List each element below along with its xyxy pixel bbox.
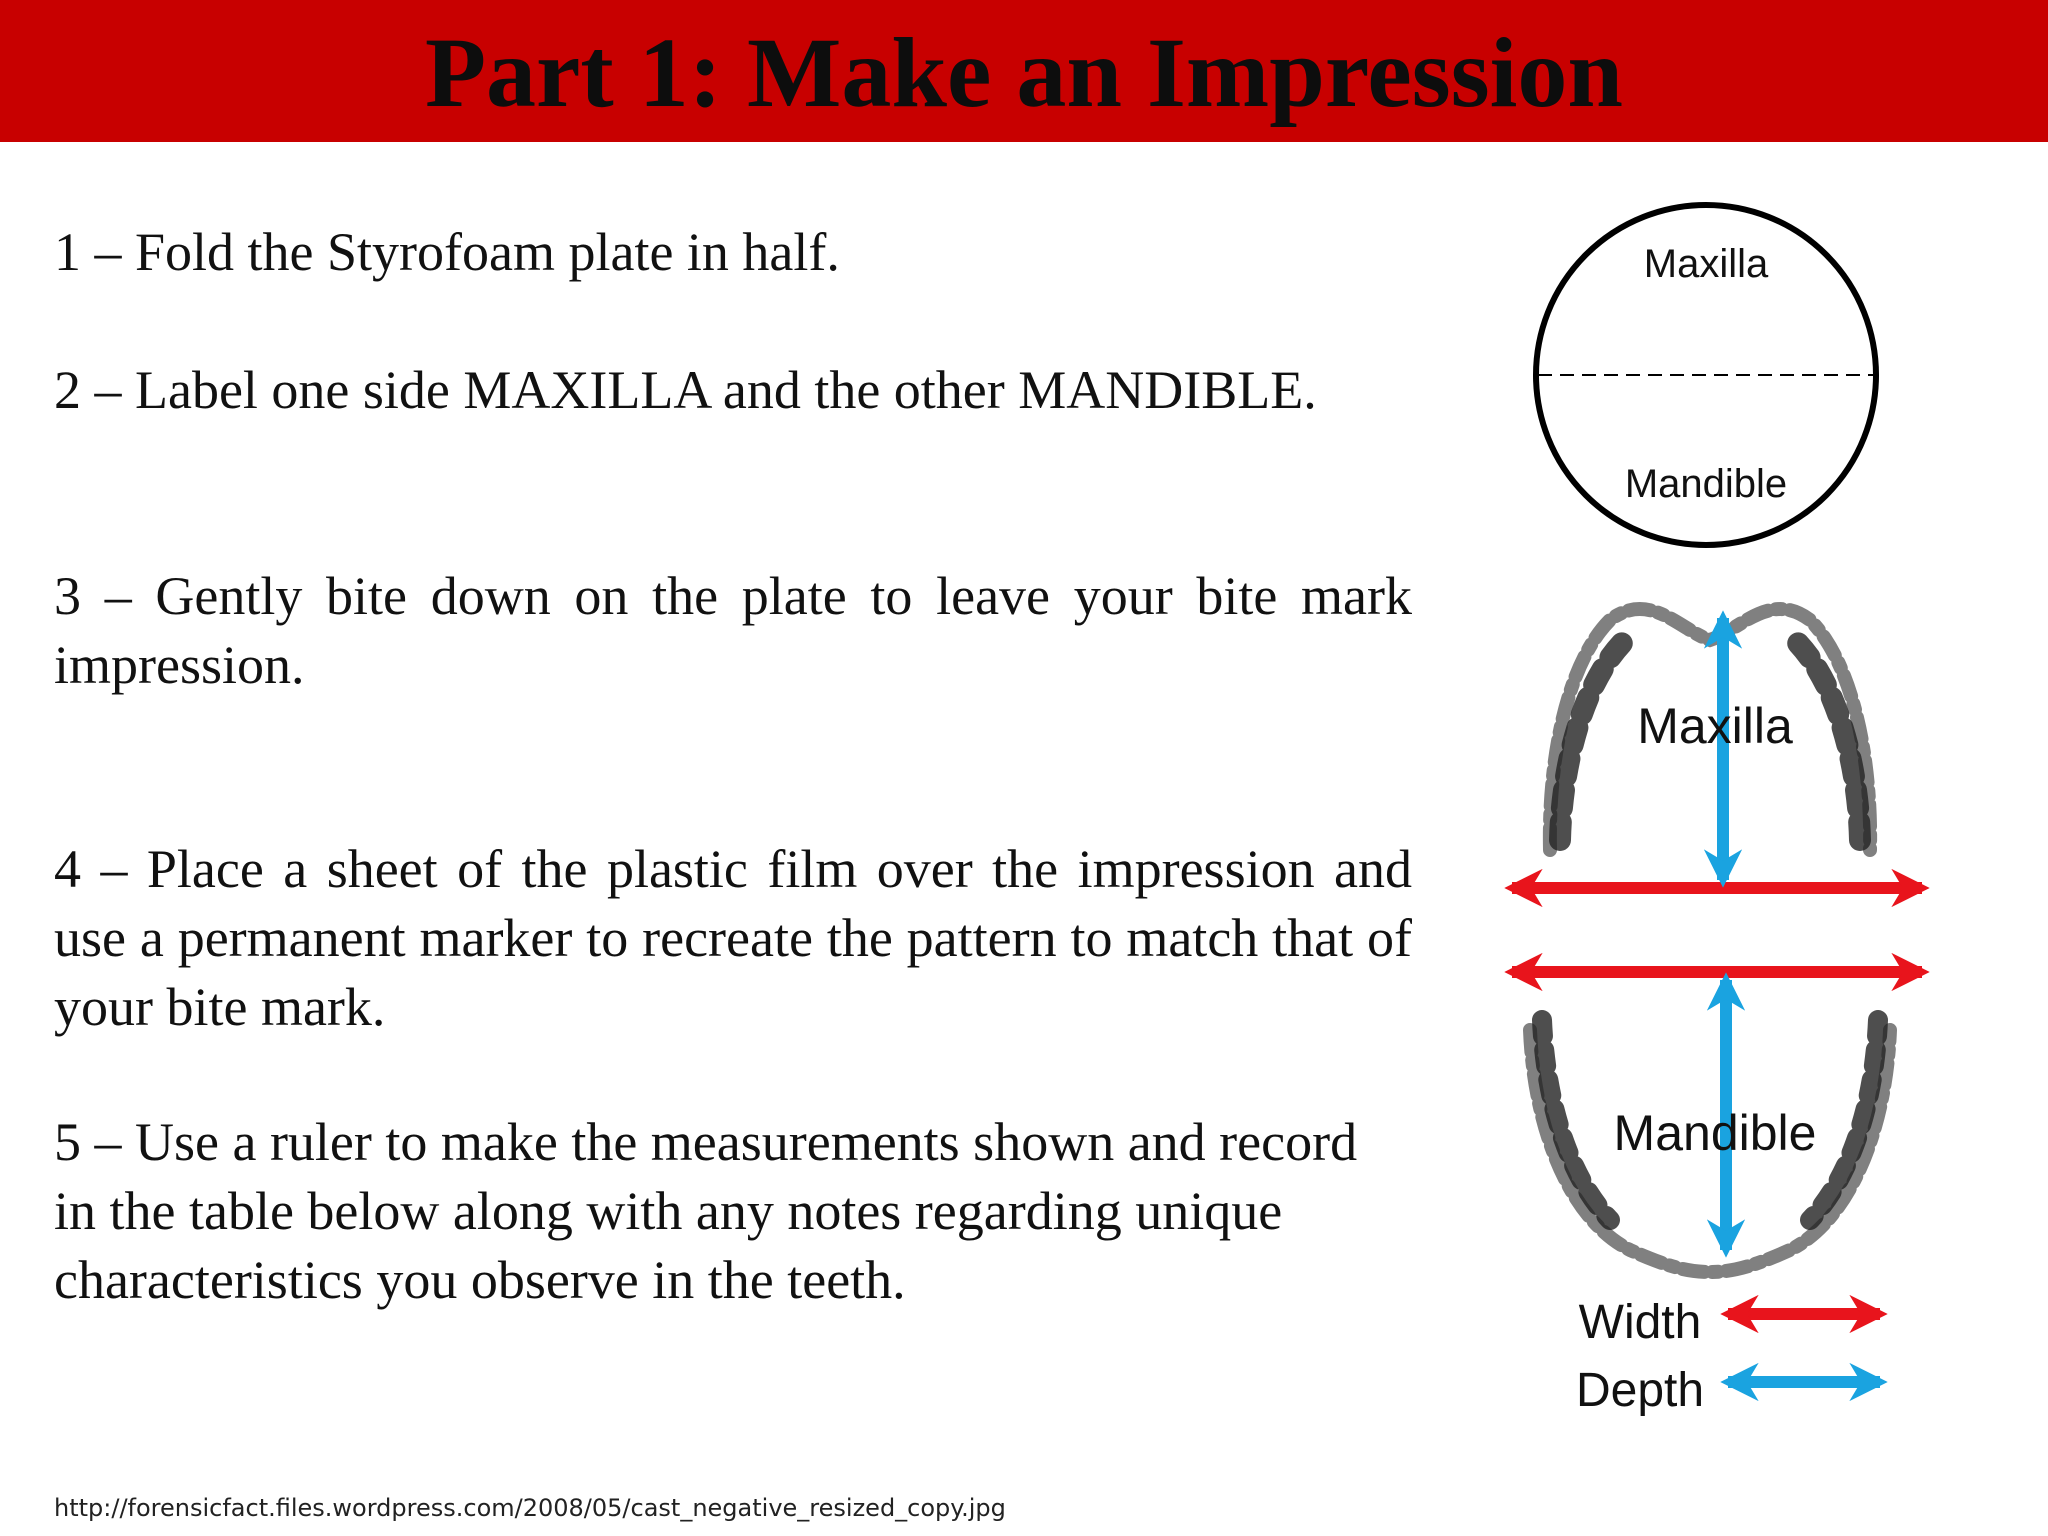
diagram-panel: Maxilla Mandible Maxilla Mandible Width (1500, 190, 1960, 1450)
bite-label-maxilla: Maxilla (1637, 698, 1793, 754)
step-2: 2 – Label one side MAXILLA and the other… (54, 360, 1317, 420)
legend: Width Depth (1576, 1294, 1888, 1417)
step-3: 3 – Gently bite down on the plate to lea… (54, 566, 1412, 695)
step-5: 5 – Use a ruler to make the measurements… (54, 1112, 1358, 1310)
plate-diagram: Maxilla Mandible (1533, 202, 1879, 548)
lower-arch-teeth (1532, 1010, 1888, 1230)
step-4: 4 – Place a sheet of the plastic film ov… (54, 839, 1412, 1037)
upper-arch-teeth (1549, 629, 1871, 851)
plate-label-mandible: Mandible (1625, 462, 1787, 506)
plate-label-maxilla: Maxilla (1644, 242, 1769, 286)
page-title: Part 1: Make an Impression (424, 17, 1624, 128)
bite-diagram: Maxilla Mandible (1504, 602, 1930, 1280)
title-bar (0, 0, 2048, 142)
bite-label-mandible: Mandible (1614, 1105, 1817, 1161)
legend-depth-label: Depth (1576, 1364, 1704, 1417)
lower-arch-outline (1523, 1023, 1897, 1280)
legend-width-label: Width (1579, 1296, 1702, 1349)
step-1: 1 – Fold the Styrofoam plate in half. (54, 222, 840, 282)
source-url: http://forensicfact.files.wordpress.com/… (54, 1494, 1006, 1522)
